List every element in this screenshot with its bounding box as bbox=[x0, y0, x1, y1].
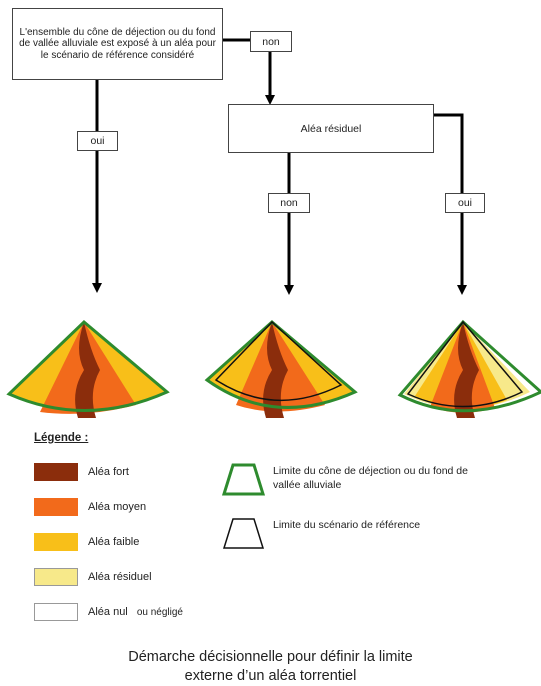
legend-swatch-residuel bbox=[34, 568, 78, 586]
cone-2-illustration bbox=[204, 320, 358, 418]
figure-caption-line2: externe d’un aléa torrentiel bbox=[184, 668, 357, 684]
legend-swatch-fort bbox=[34, 463, 78, 481]
legend-swatch-moyen bbox=[34, 498, 78, 516]
legend-title: Légende : bbox=[34, 432, 89, 444]
residual-no-label: non bbox=[268, 193, 310, 213]
legend-label-moyen: Aléa moyen bbox=[88, 501, 147, 513]
cone-3-illustration bbox=[397, 319, 541, 418]
branch-no-label: non bbox=[250, 31, 292, 52]
residual-box: Aléa résiduel bbox=[228, 104, 434, 153]
legend-label-nul: Aléa nul ou négligé bbox=[88, 606, 183, 618]
residual-yes-label: oui bbox=[445, 193, 485, 213]
question-box: L'ensemble du cône de déjection ou du fo… bbox=[12, 8, 223, 80]
legend-black-outline-sample bbox=[222, 518, 265, 549]
legend-swatch-nul bbox=[34, 603, 78, 621]
legend-swatch-faible bbox=[34, 533, 78, 551]
legend-label-fort: Aléa fort bbox=[88, 466, 129, 478]
legend-green-outline-label: Limite du cône de déjection ou du fond d… bbox=[273, 465, 468, 491]
cone-1-illustration bbox=[6, 319, 170, 418]
connector-residual-to-cone3 bbox=[434, 113, 467, 295]
branch-yes-label: oui bbox=[77, 131, 118, 151]
legend-label-faible: Aléa faible bbox=[88, 536, 140, 548]
legend-label-nul-extra: ou négligé bbox=[136, 607, 183, 618]
legend-black-outline-label: Limite du scénario de référence bbox=[273, 519, 421, 531]
question-text: L'ensemble du cône de déjection ou du fo… bbox=[19, 26, 216, 61]
legend-label-residuel: Aléa résiduel bbox=[88, 571, 152, 583]
legend-green-outline-sample bbox=[221, 463, 266, 496]
figure-caption-line1: Démarche décisionnelle pour définir la l… bbox=[128, 649, 413, 665]
